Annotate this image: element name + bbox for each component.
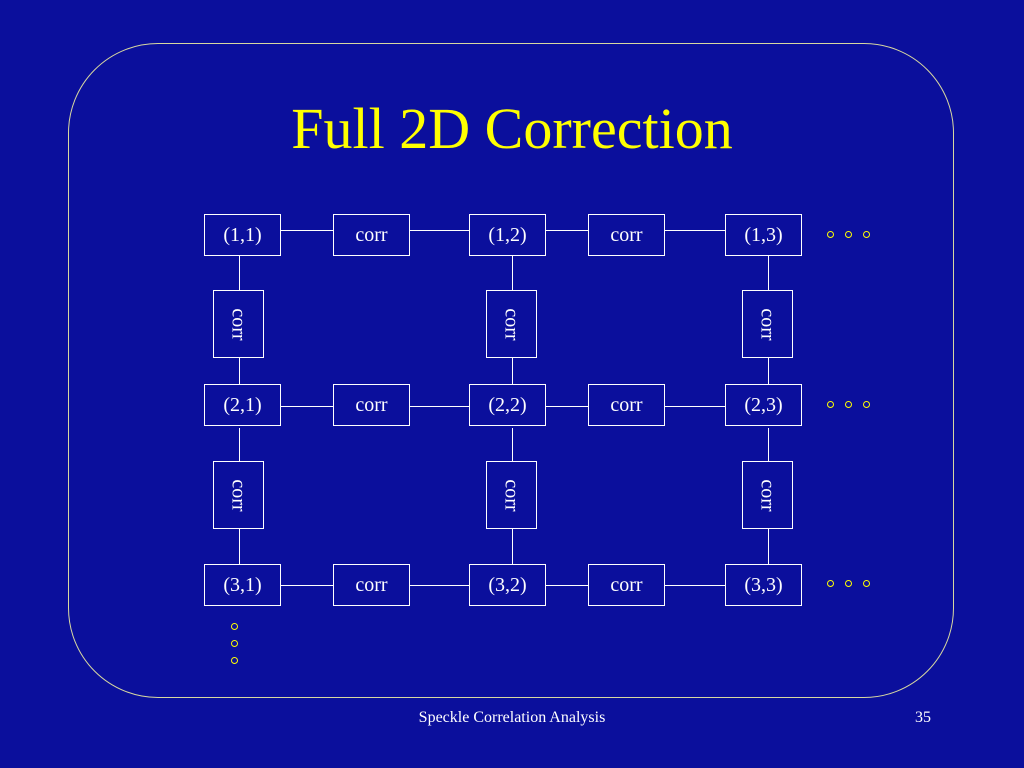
cell-1-3: (1,3) — [725, 214, 802, 256]
connector-line — [410, 230, 470, 231]
ellipsis-dot — [863, 401, 870, 408]
ellipsis-dot — [231, 657, 238, 664]
ellipsis-dot — [827, 231, 834, 238]
corr-box-vertical: corr — [486, 290, 537, 358]
connector-line — [410, 585, 470, 586]
connector-line — [410, 406, 470, 407]
connector-line — [665, 585, 726, 586]
cell-1-2: (1,2) — [469, 214, 546, 256]
connector-line — [768, 358, 769, 384]
page-number: 35 — [915, 709, 931, 726]
corr-box-vertical: corr — [213, 461, 264, 529]
cell-2-3: (2,3) — [725, 384, 802, 426]
connector-line — [281, 406, 334, 407]
corr-box-vertical: corr — [742, 290, 793, 358]
corr-box-vertical: corr — [486, 461, 537, 529]
connector-line — [239, 428, 240, 461]
slide-footer: Speckle Correlation Analysis — [418, 709, 606, 726]
ellipsis-dot — [231, 640, 238, 647]
connector-line — [665, 406, 726, 407]
connector-line — [512, 256, 513, 290]
corr-box: corr — [333, 214, 410, 256]
connector-line — [768, 256, 769, 290]
connector-line — [281, 585, 334, 586]
ellipsis-dot — [845, 231, 852, 238]
ellipsis-dot — [863, 580, 870, 587]
cell-3-3: (3,3) — [725, 564, 802, 606]
connector-line — [239, 529, 240, 564]
connector-line — [768, 428, 769, 461]
cell-3-2: (3,2) — [469, 564, 546, 606]
corr-box-vertical: corr — [213, 290, 264, 358]
connector-line — [546, 230, 589, 231]
ellipsis-dot — [863, 231, 870, 238]
connector-line — [665, 230, 726, 231]
corr-box: corr — [333, 564, 410, 606]
corr-box: corr — [588, 384, 665, 426]
slide-frame — [68, 43, 954, 698]
connector-line — [546, 406, 589, 407]
ellipsis-dot — [845, 580, 852, 587]
cell-1-1: (1,1) — [204, 214, 281, 256]
cell-3-1: (3,1) — [204, 564, 281, 606]
ellipsis-dot — [231, 623, 238, 630]
connector-line — [281, 230, 334, 231]
ellipsis-dot — [845, 401, 852, 408]
corr-box: corr — [588, 564, 665, 606]
slide-title: Full 2D Correction — [291, 96, 733, 161]
connector-line — [239, 256, 240, 290]
corr-box: corr — [588, 214, 665, 256]
connector-line — [239, 358, 240, 384]
connector-line — [512, 428, 513, 461]
ellipsis-dot — [827, 580, 834, 587]
connector-line — [512, 358, 513, 384]
cell-2-2: (2,2) — [469, 384, 546, 426]
connector-line — [546, 585, 589, 586]
cell-2-1: (2,1) — [204, 384, 281, 426]
corr-box-vertical: corr — [742, 461, 793, 529]
corr-box: corr — [333, 384, 410, 426]
ellipsis-dot — [827, 401, 834, 408]
connector-line — [512, 529, 513, 564]
connector-line — [768, 529, 769, 564]
